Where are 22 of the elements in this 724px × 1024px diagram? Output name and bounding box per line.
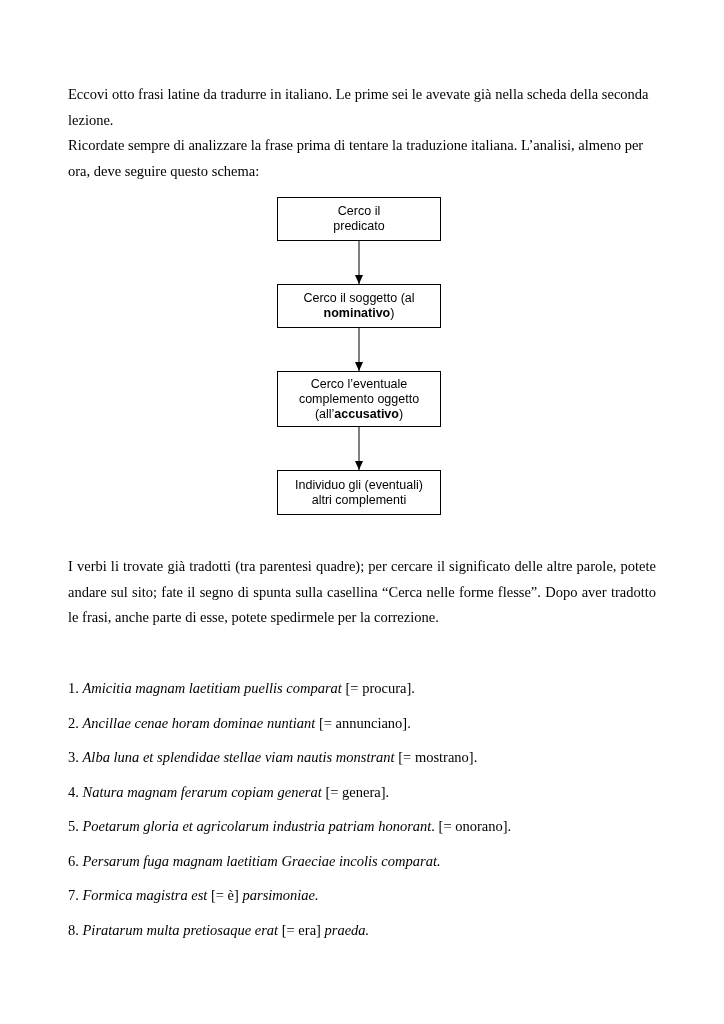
process-box (277, 284, 441, 328)
process-box (277, 470, 441, 515)
sentence: 3. Alba luna et splendidae stellae viam nautis monstrant [= mostrano]. (68, 748, 479, 767)
paragraph: Ricordate sempre di analizzare la frase prima di tentare la traduzione italiana. L’analisi, almeno per ora, deve seguire questo schema: (68, 136, 645, 181)
sentence: 8. Piratarum multa pretiosaque erat [= era] praeda. (68, 920, 371, 940)
sentence: 6. Persarum fuga magnam laetitiam Graeciae incolis comparat. (68, 851, 442, 871)
process-box (277, 371, 441, 427)
sentence: 4. Natura magnam ferarum copiam generat [= genera]. (68, 782, 391, 802)
box-text: Cerco il soggetto (al nominativo) (302, 291, 416, 321)
sentence: 7. Formica magistra est [= è] parsimoniae. (68, 886, 320, 905)
sentence: 5. Poetarum gloria et agricolarum industria patriam honorant. [= onorano]. (68, 817, 513, 836)
arrow (355, 327, 363, 372)
box-text: Individuo gli (eventuali) altri complementi (294, 477, 424, 508)
arrow (355, 426, 363, 471)
sentence: 1. Amicitia magnam laetitiam puellis comparat [= procura]. (68, 679, 416, 698)
paragraph: I verbi li trovate già tradotti (tra parentesi quadre); per cercare il significato delle altre parole, potete andare sul sito; fate il segno di spunta sulla casellina “Cerca nelle forme flesse”. Dopo aver tradotto le frasi, anche parte di esse, potete spedirmele per la correzione. (68, 557, 656, 627)
box-text: Cerco l’eventuale complemento oggetto (all’accusativo) (297, 376, 421, 422)
paragraph: Eccovi otto frasi latine da tradurre in italiano. Le prime sei le avevate già nella scheda della seconda lezione. (68, 85, 650, 130)
process-box (277, 197, 441, 241)
arrow (355, 240, 363, 285)
sentence: 2. Ancillae cenae horam dominae nuntiant [= annunciano]. (68, 713, 412, 733)
box-text: Cerco il predicato (332, 204, 386, 234)
